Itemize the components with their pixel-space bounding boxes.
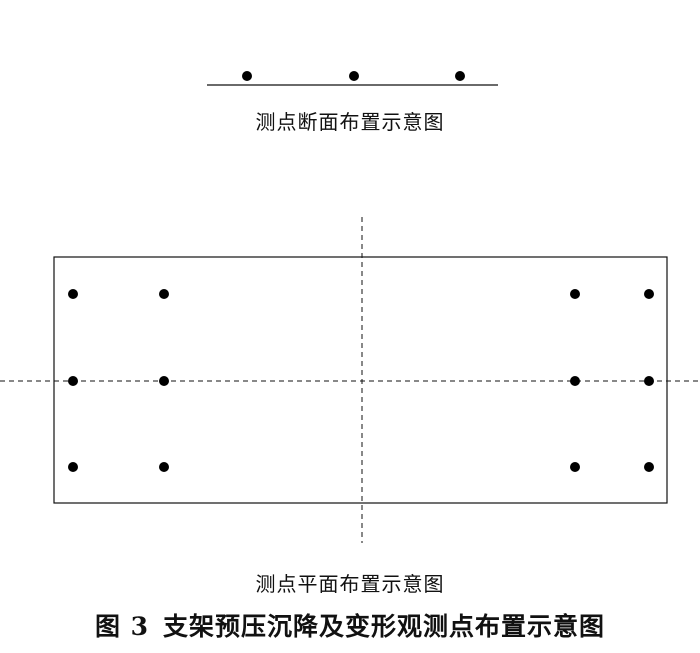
plan-point [644,376,654,386]
figure-caption: 图 3 支架预压沉降及变形观测点布置示意图 [0,607,700,643]
plan-point [570,376,580,386]
plan-point [68,289,78,299]
section-point [242,71,252,81]
section-point [349,71,359,81]
figure-label: 图 3 [94,612,150,641]
plan-point [159,376,169,386]
plan-outline [53,256,668,504]
plan-point [644,462,654,472]
plan-point [644,289,654,299]
plan-point [570,462,580,472]
plan-point [159,289,169,299]
plan-point [159,462,169,472]
plan-view [0,217,700,543]
plan-view-caption: 测点平面布置示意图 [255,572,445,596]
plan-point [68,376,78,386]
section-view [207,71,498,86]
plan-point [570,289,580,299]
figure-title: 支架预压沉降及变形观测点布置示意图 [163,612,606,641]
plan-point [68,462,78,472]
section-view-caption: 测点断面布置示意图 [255,110,445,134]
section-point [455,71,465,81]
